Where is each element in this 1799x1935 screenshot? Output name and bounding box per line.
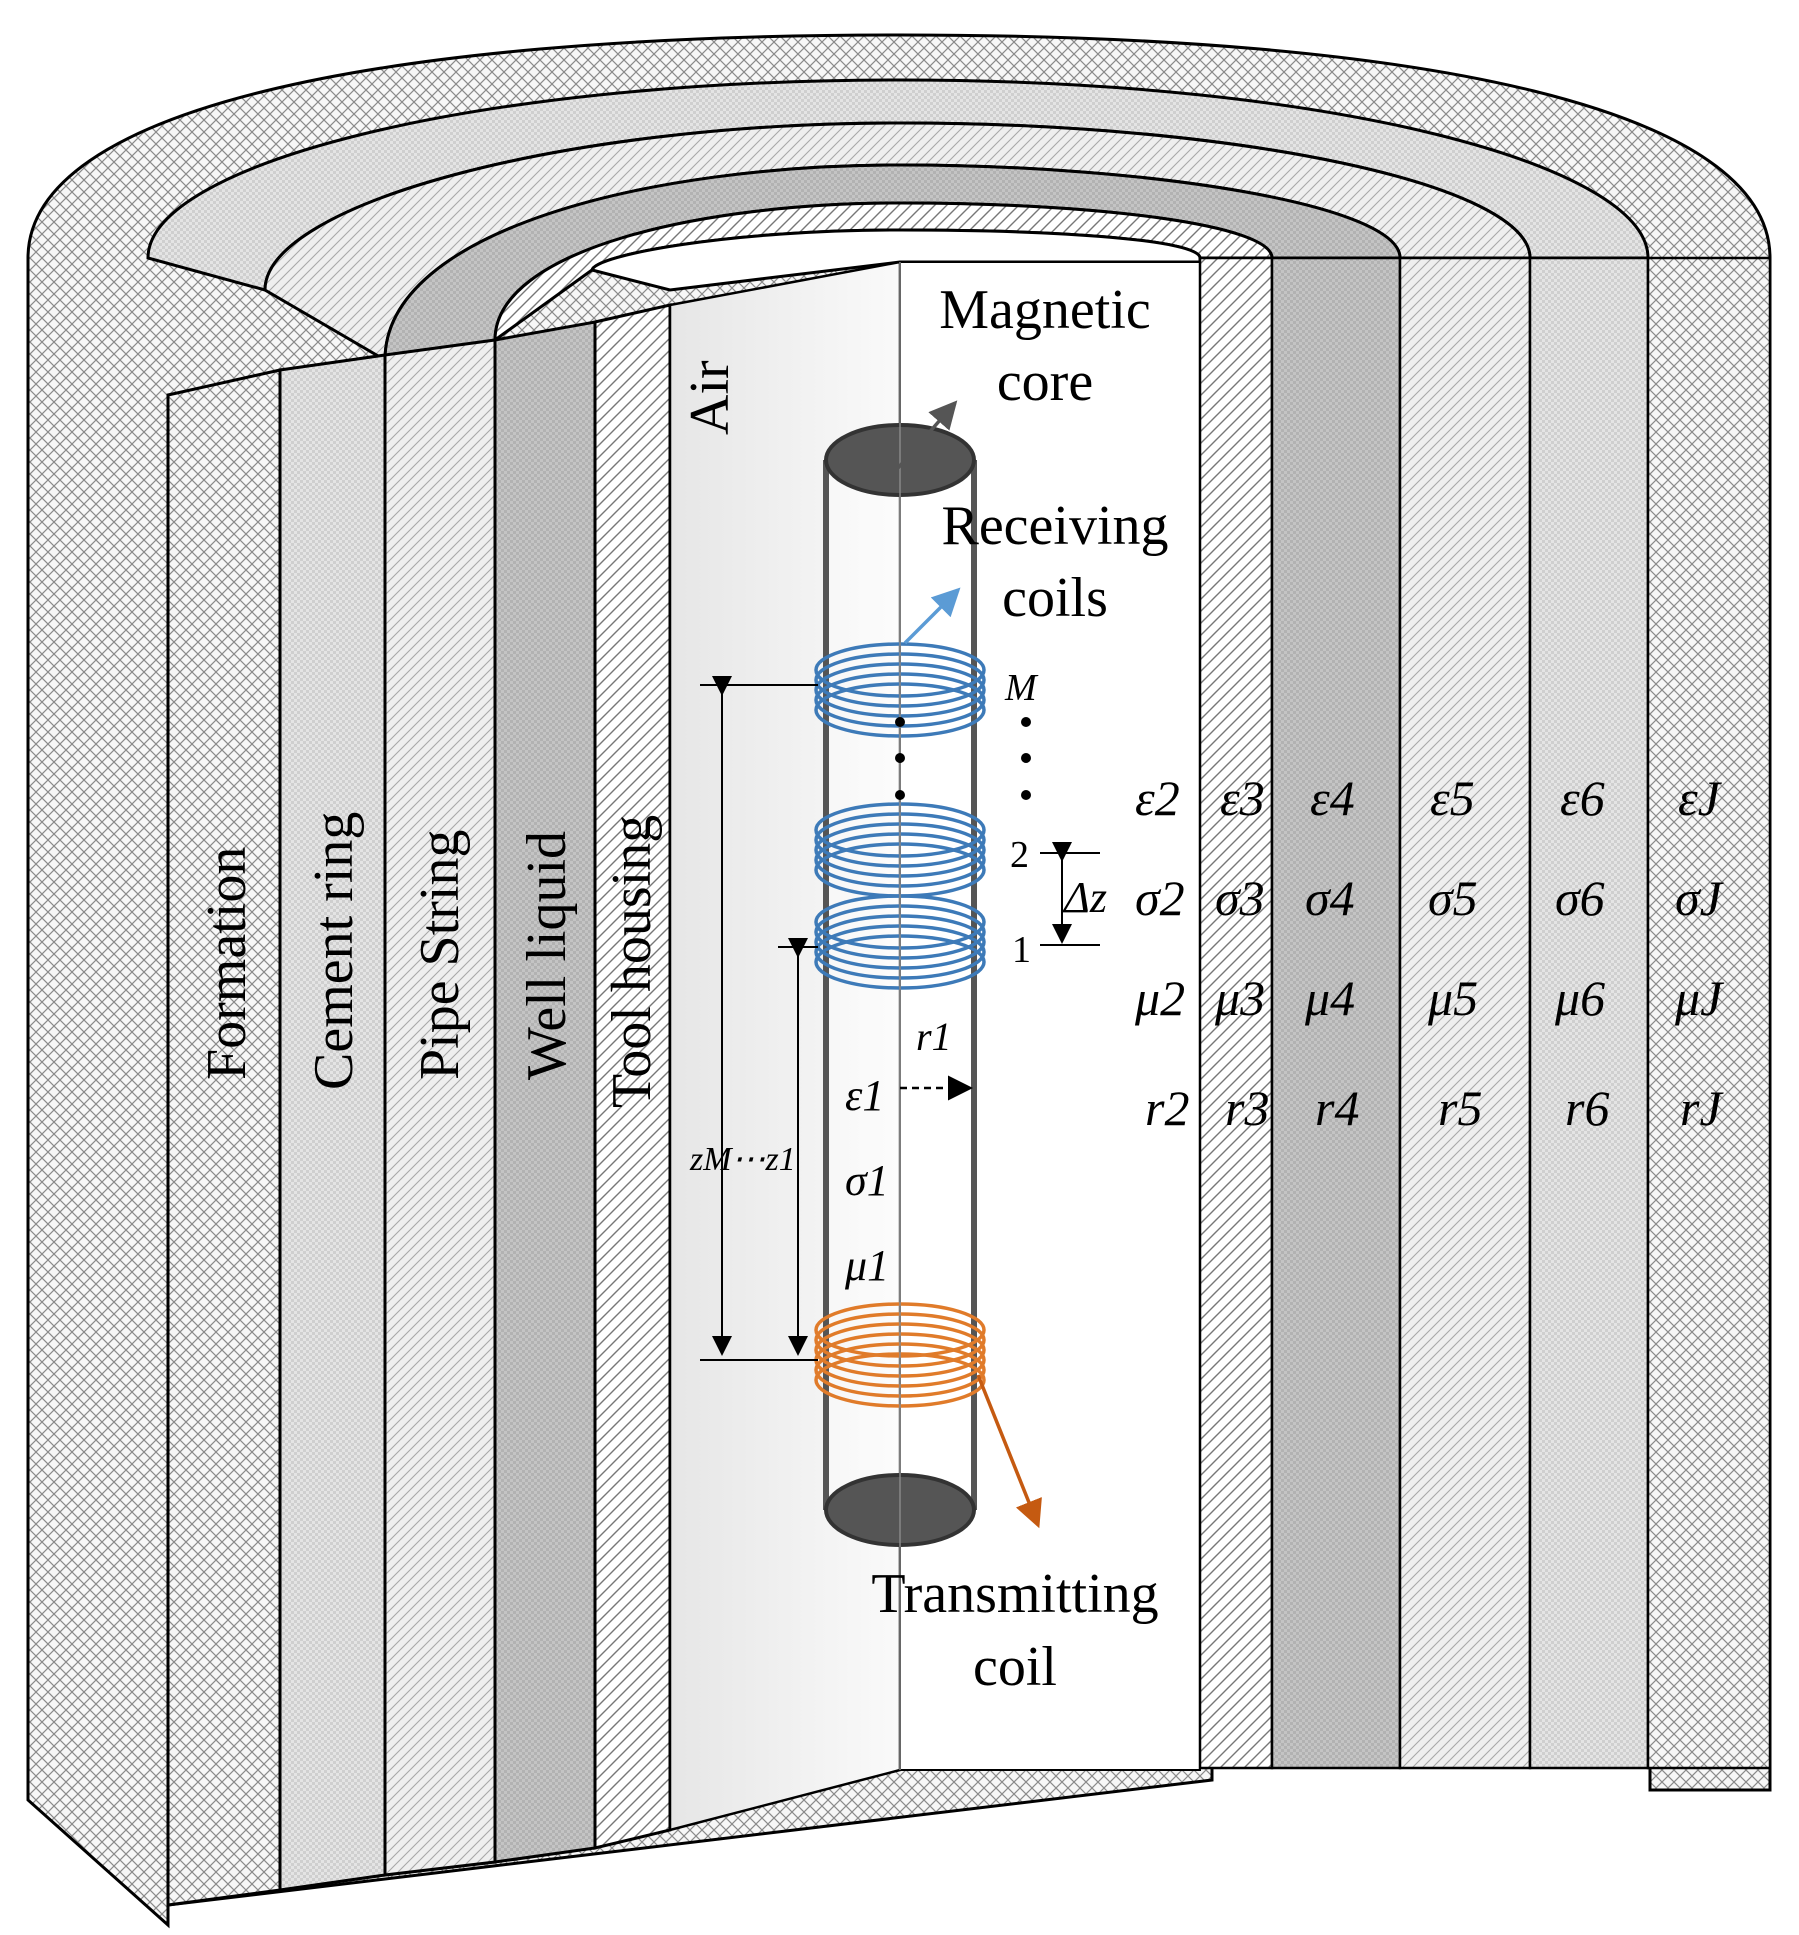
receiving-coils-arrow [903, 587, 961, 645]
param-row-eps: ε2 ε3 ε4 ε5 ε6 εJ [1135, 770, 1723, 826]
delta-z-label: Δz [1062, 873, 1107, 922]
magnetic-core-label-1: Magnetic [939, 279, 1150, 341]
core-param-eps: ε1 [845, 1071, 884, 1120]
param-sigma-4: σ4 [1305, 870, 1355, 926]
label-formation: Formation [196, 847, 258, 1080]
core-param-mu: μ1 [844, 1241, 889, 1290]
param-r-6: r6 [1565, 1080, 1609, 1136]
param-eps-6: ε6 [1560, 770, 1605, 826]
receiving-coils-label-1: Receiving [941, 495, 1168, 557]
left-cut-face [166, 260, 902, 1907]
z-range-label: zM⋯z1 [689, 1141, 796, 1178]
transmitting-coil-arrow [976, 1374, 1042, 1529]
magnetic-core-label-2: core [997, 351, 1093, 413]
param-mu-6: μ6 [1554, 970, 1605, 1026]
param-eps-2: ε2 [1135, 770, 1180, 826]
label-well-liquid: Well liquid [516, 831, 578, 1080]
core-params: ε1 σ1 μ1 [844, 1071, 889, 1290]
layer-labels: Formation Cement ring Pipe String Well l… [196, 360, 741, 1108]
param-r-5: r5 [1438, 1080, 1482, 1136]
right-cut-face [899, 256, 1772, 1771]
param-eps-3: ε3 [1220, 770, 1265, 826]
param-sigma-3: σ3 [1215, 870, 1265, 926]
label-air: Air [679, 360, 741, 435]
param-r-j: rJ [1680, 1080, 1724, 1136]
z-distance-arrows [700, 676, 818, 1361]
param-row-r: r2 r3 r4 r5 r6 rJ [1145, 1080, 1724, 1136]
param-sigma-5: σ5 [1428, 870, 1478, 926]
coil-label-2: 2 [1010, 834, 1029, 876]
param-mu-5: μ5 [1427, 970, 1478, 1026]
param-eps-j: εJ [1678, 770, 1723, 826]
core-param-sigma: σ1 [845, 1156, 889, 1205]
param-row-mu: μ2 μ3 μ4 μ5 μ6 μJ [1134, 970, 1725, 1026]
param-mu-j: μJ [1674, 970, 1725, 1026]
param-mu-3: μ3 [1214, 970, 1265, 1026]
top-rings [146, 78, 1650, 363]
param-sigma-6: σ6 [1555, 870, 1605, 926]
param-row-sigma: σ2 σ3 σ4 σ5 σ6 σJ [1135, 870, 1725, 926]
param-sigma-j: σJ [1675, 870, 1725, 926]
magnetic-core-arrow [896, 400, 958, 470]
param-r-4: r4 [1315, 1080, 1359, 1136]
param-sigma-2: σ2 [1135, 870, 1185, 926]
label-tool-housing: Tool housing [601, 815, 663, 1108]
delta-z-bracket [1040, 842, 1100, 946]
param-mu-4: μ4 [1304, 970, 1355, 1026]
receiving-coils-label-2: coils [1002, 567, 1108, 629]
coil-label-m: M [1004, 667, 1039, 709]
coil-ellipsis-dots [895, 717, 1031, 800]
transmitting-coil-label-2: coil [973, 1636, 1057, 1698]
r1-label: r1 [916, 1014, 952, 1059]
coil-label-1: 1 [1012, 929, 1031, 971]
param-eps-5: ε5 [1430, 770, 1475, 826]
param-eps-4: ε4 [1310, 770, 1355, 826]
label-pipe-string: Pipe String [409, 830, 471, 1080]
param-r-2: r2 [1145, 1080, 1189, 1136]
param-mu-2: μ2 [1134, 970, 1185, 1026]
transmitting-coil-label-1: Transmitting [871, 1563, 1158, 1625]
param-r-3: r3 [1225, 1080, 1269, 1136]
label-cement-ring: Cement ring [303, 812, 365, 1090]
